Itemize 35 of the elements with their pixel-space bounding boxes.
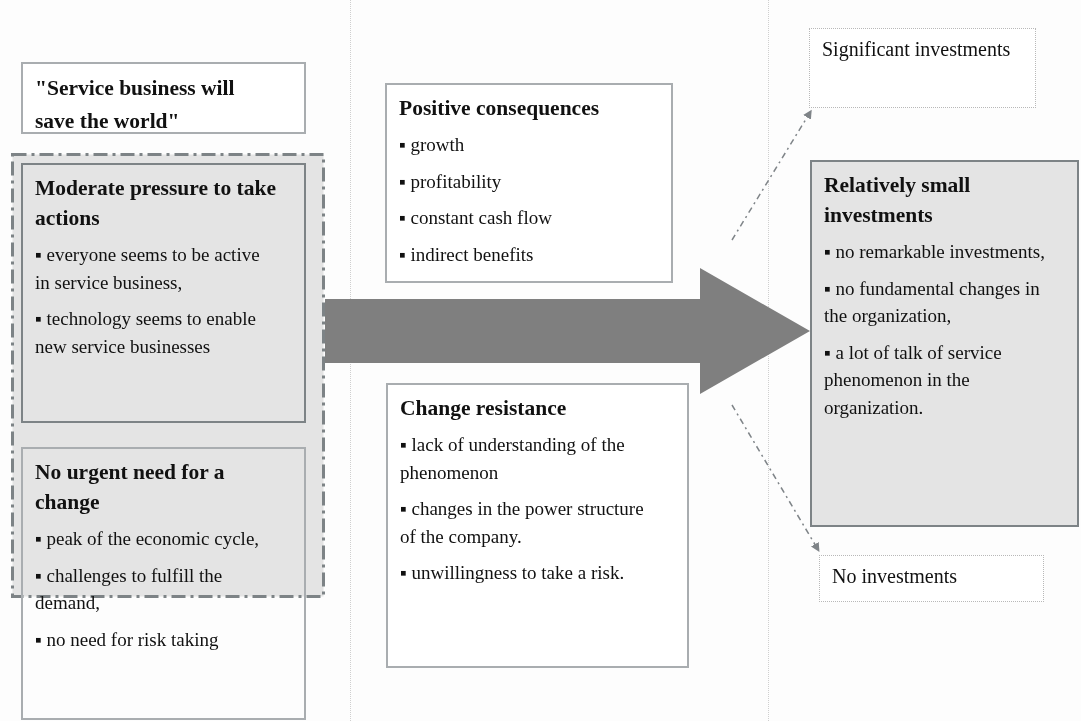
- factor-box: [21, 163, 306, 423]
- box-heading: Relatively small investments: [824, 172, 972, 230]
- group-box: [11, 153, 325, 598]
- bullet-item: ▪ profitability: [399, 169, 503, 194]
- box-heading: Positive consequences: [399, 95, 601, 122]
- arrow: [731, 404, 820, 552]
- bullet-item: ▪ indirect benefits: [399, 242, 535, 267]
- bullet-item: ▪ changes in the power structure of the company.: [400, 497, 645, 549]
- outcome-box: [819, 555, 1044, 602]
- statement-text: "Service business will save the world": [35, 75, 236, 136]
- bullet-item: ▪ peak of the economic cycle,: [35, 527, 261, 552]
- bullet-item: ▪ no need for risk taking: [35, 627, 220, 652]
- consequence-box: [385, 83, 673, 283]
- outcome-text: No investments: [832, 564, 958, 589]
- block-arrow: [325, 268, 810, 394]
- box-heading: Moderate pressure to take actions: [35, 175, 278, 233]
- bullet-item: ▪ unwillingness to take a risk.: [400, 561, 626, 586]
- factor-box: [21, 447, 306, 720]
- box-heading: Change resistance: [400, 395, 568, 422]
- bullet-item: ▪ constant cash flow: [399, 206, 553, 231]
- outcome-box: [810, 160, 1079, 527]
- bullet-item: ▪ growth: [399, 133, 466, 158]
- bullet-item: ▪ challenges to fulfill the demand,: [35, 563, 224, 616]
- bullet-item: ▪ a lot of talk of service phenomenon in the organization.: [824, 340, 1003, 420]
- bullet-item: ▪ no remarkable investments,: [824, 240, 1046, 265]
- outcome-box: [809, 28, 1036, 108]
- outcome-text: Significant investments: [822, 37, 1012, 62]
- bullet-item: ▪ everyone seems to be active in service business,: [35, 243, 261, 295]
- statement-box: [21, 62, 306, 134]
- box-heading: No urgent need for a change: [35, 459, 226, 517]
- resistance-box: [386, 383, 689, 668]
- bullet-item: ▪ lack of understanding of the phenomenon: [400, 433, 626, 485]
- bullet-item: ▪ technology seems to enable new service businesses: [35, 307, 257, 359]
- bullet-item: ▪ no fundamental changes in the organization,: [824, 276, 1041, 329]
- arrow: [731, 109, 812, 241]
